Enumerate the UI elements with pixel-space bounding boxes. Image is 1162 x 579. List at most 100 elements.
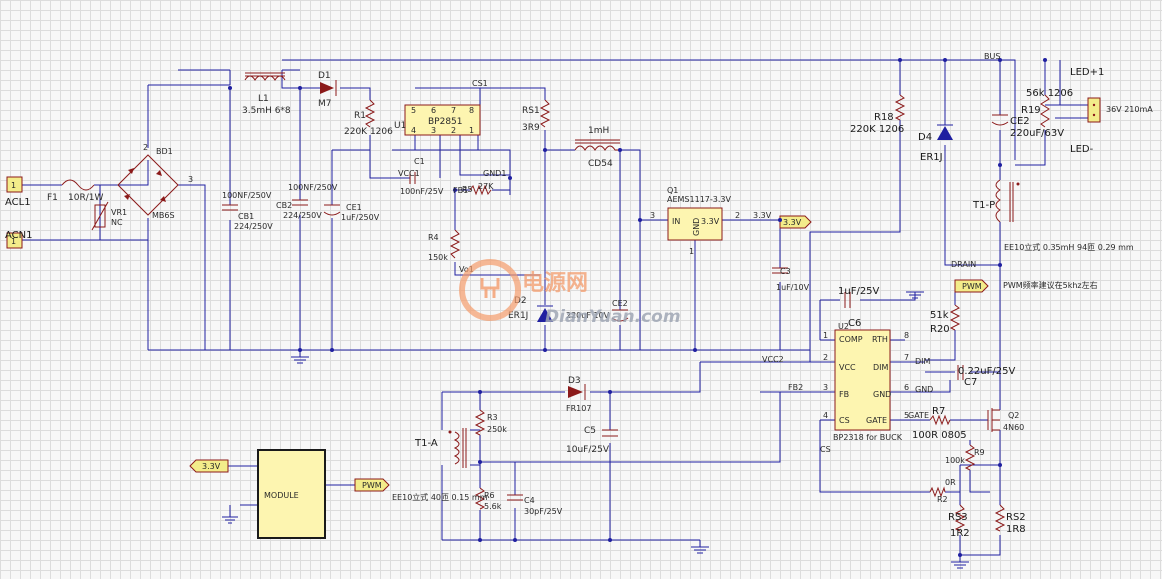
label-ce2b: CE2 <box>612 299 628 308</box>
label-t1a-note: EE10立式 40匝 0.15 mm <box>392 492 488 502</box>
label-q1-pin-out: 2 <box>735 211 740 220</box>
label-cb2: CB2 <box>276 201 292 210</box>
u2-pin-num: 3 <box>823 383 828 392</box>
u2-pin-gate: GATE <box>866 416 887 425</box>
label-r18-value: 220K 1206 <box>850 124 904 135</box>
label-led-plus: LED+1 <box>1070 67 1104 78</box>
resistor-rs3 <box>954 504 966 532</box>
inductor-l1 <box>244 72 286 81</box>
u2-pin-num: 4 <box>823 411 828 420</box>
label-u1-part: BP2851 <box>428 117 463 127</box>
resistor-r2 <box>929 486 946 498</box>
label-r18: R18 <box>874 112 894 123</box>
label-t1p: T1-P <box>972 200 995 211</box>
label-t1a: T1-A <box>414 438 438 449</box>
label-module: MODULE <box>264 491 299 500</box>
label-r19: R19 <box>1021 105 1041 116</box>
label-q1-pin-in: 3 <box>650 211 655 220</box>
label-bd1-value: MB6S <box>152 211 175 220</box>
label-c7-value: 0.22uF/25V <box>958 366 1015 377</box>
flag-pwm-text: PWM <box>962 282 982 291</box>
label-r7-value: 100R 0805 <box>912 430 967 441</box>
label-q2-value: 4N60 <box>1003 423 1024 432</box>
label-c4: C4 <box>524 496 535 505</box>
transformer-t1p <box>995 179 1020 223</box>
u2-pin-gnd: GND <box>873 390 891 399</box>
label-d4-value: ER1J <box>920 152 943 163</box>
label-r6: R6 <box>484 491 495 500</box>
label-bd1-pin3: 3 <box>188 175 193 184</box>
u2-pin-dim: DIM <box>873 363 889 372</box>
net-flag-pwm-module <box>354 478 390 492</box>
label-vr1: VR1 <box>111 208 127 217</box>
label-d4: D4 <box>918 132 932 143</box>
resistor-r20 <box>949 304 961 331</box>
inductor-cd54 <box>574 139 620 151</box>
label-l2-value: 1mH <box>588 126 609 136</box>
labels: ACL1 ACN1 F1 10R/1W VR1 NC BD1 2 3 MB6S … <box>5 52 1153 539</box>
u2-pin-num: 5 <box>904 411 909 420</box>
u1-pin: 6 <box>431 106 436 115</box>
label-cb1-note: 224/250V <box>234 222 273 231</box>
resistor-r3 <box>474 409 486 436</box>
connector-acn1[interactable]: 1 <box>6 232 23 249</box>
resistor-r19 <box>1040 94 1050 128</box>
label-pwm-note: PWM频率建议在5khz左右 <box>1003 280 1098 290</box>
ground-icon <box>691 546 709 554</box>
resistor-rs2 <box>994 504 1006 532</box>
label-gnd: GND <box>915 385 933 394</box>
capacitor-ce2-10v <box>611 309 629 322</box>
diode-d4 <box>937 124 953 140</box>
label-d2: D2 <box>514 296 527 306</box>
label-c3: C3 <box>780 267 791 276</box>
label-u1: U1 <box>394 121 406 131</box>
svg-text:1: 1 <box>11 237 16 246</box>
label-ce2: CE2 <box>1010 116 1030 127</box>
label-cb2-value: 100NF/250V <box>288 183 338 192</box>
label-rs1-value: 3R9 <box>522 123 540 133</box>
label-u2: U2 <box>838 322 849 331</box>
label-c5-value: 10uF/25V <box>566 445 610 455</box>
regulator-q1[interactable] <box>667 207 723 241</box>
label-led-minus: LED- <box>1070 144 1094 155</box>
label-r9-value: 100k <box>945 456 965 465</box>
label-q1: Q1 <box>667 186 678 195</box>
connector-led[interactable] <box>1087 97 1101 123</box>
label-l1-value: 3.5mH 6*8 <box>242 106 291 116</box>
flag-module-pwm-text: PWM <box>362 481 382 490</box>
capacitor-cb1 <box>222 204 238 211</box>
label-c1-value: 100nF/25V <box>400 187 444 196</box>
label-vcc2: VCC2 <box>762 355 784 364</box>
label-ce1: CE1 <box>346 203 362 212</box>
label-r20: R20 <box>930 324 950 335</box>
label-c7: C7 <box>964 377 977 388</box>
watermark-logo: 电源网 DianYuan.com <box>459 259 681 327</box>
label-q1-gnd: GND <box>692 218 701 236</box>
u2-pin-vcc: VCC <box>839 363 856 372</box>
ground-symbols <box>222 291 969 569</box>
label-dim: DIM <box>915 357 931 366</box>
resistor-r6 <box>474 487 486 510</box>
u2-pin-rth: RTH <box>872 335 888 344</box>
label-r2: R2 <box>937 495 948 504</box>
u1-pin: 1 <box>469 126 474 135</box>
label-rs1: RS1 <box>522 106 540 116</box>
wires <box>22 59 1088 556</box>
label-fb1: FB1 <box>453 186 468 195</box>
capacitor-cb2 <box>292 199 308 206</box>
ic-u2[interactable] <box>834 329 891 431</box>
resistor-r4 <box>449 229 461 259</box>
label-d3-value: FR107 <box>566 404 591 413</box>
label-acl: ACL1 <box>5 197 31 208</box>
label-cb1-value: 100NF/250V <box>222 191 272 200</box>
module-block[interactable] <box>257 449 326 539</box>
label-ce1-value: 1uF/250V <box>341 213 380 222</box>
ic-u1[interactable] <box>404 104 481 136</box>
label-drain: DRAIN <box>951 260 976 269</box>
u2-pin-num: 6 <box>904 383 909 392</box>
u1-pin: 8 <box>469 106 474 115</box>
capacitor-c7 <box>957 365 964 380</box>
connector-acl1[interactable]: 1 <box>6 176 23 193</box>
u2-pin-comp: COMP <box>839 335 863 344</box>
label-r1: R1 <box>354 111 366 121</box>
